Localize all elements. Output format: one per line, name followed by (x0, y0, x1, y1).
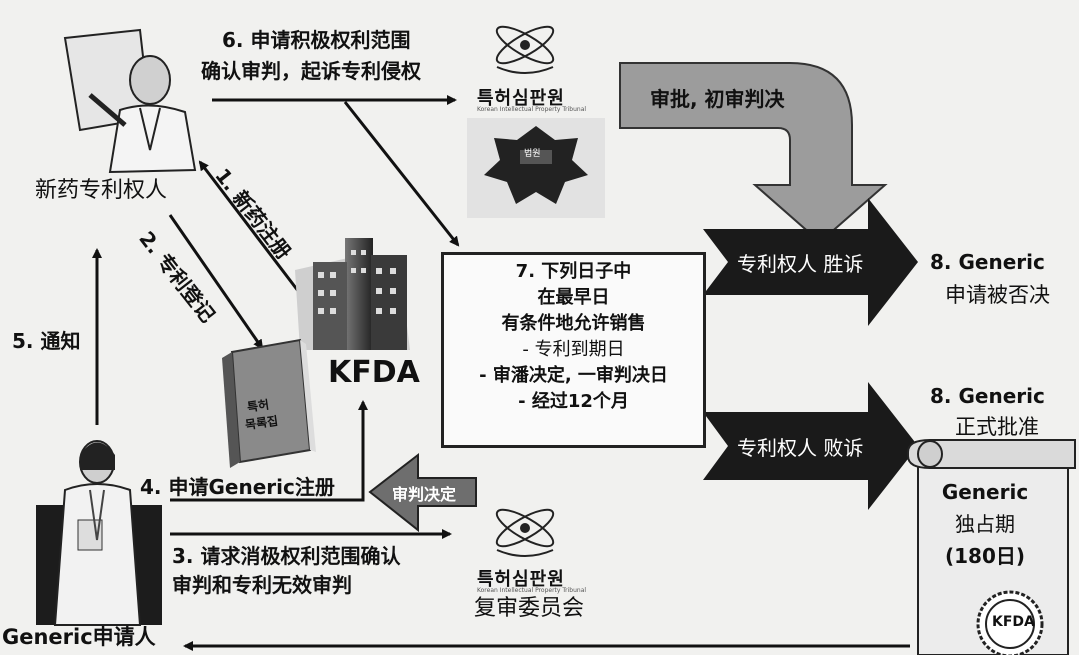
step7-item2: - 审潘决定, 一审判决日 (479, 365, 668, 386)
scroll-line3: (180日) (944, 544, 1026, 568)
approval-judgment-label: 审批, 初审判决 (650, 87, 785, 111)
step7-line2: 在最早日 (537, 287, 610, 308)
arrow-step2 (168, 214, 264, 350)
trial-decision-label: 审判决定 (392, 485, 457, 504)
tribunal-name-top: 특허심판원 (477, 88, 565, 109)
patentee-wins-label: 专利权人 胜诉 (737, 252, 864, 276)
step7-item1: - 专利到期日 (522, 339, 625, 360)
step4-label: 4. 申请Generic注册 (140, 475, 335, 499)
applicant-figure-icon (36, 440, 162, 626)
arrow-step4 (170, 400, 368, 502)
step3-line2: 审判和专利无效审判 (172, 573, 352, 597)
step3-line1: 3. 请求消极权利范围确认 (172, 544, 401, 568)
patentee-figure-icon (63, 28, 197, 174)
step7-title: 7. 下列日子中 (515, 261, 632, 282)
arrow-to-box7 (343, 101, 460, 247)
arrow-approval-judgment (619, 62, 888, 244)
step8b-line1: 8. Generic (930, 384, 1045, 408)
scroll-line2: 独占期 (955, 512, 1015, 536)
arrow-trial-decision (368, 452, 477, 533)
step7-box: 7. 下列日子中 在最早日 有条件地允许销售 - 专利到期日 - 审潘决定, 一… (441, 252, 706, 448)
tribunal-sub-bottom: Korean Intellectual Property Tribunal (477, 587, 587, 594)
step8b-line2: 正式批准 (955, 415, 1039, 439)
step8a-line2: 申请被否决 (945, 283, 1050, 307)
arrow-patentee-loses (703, 382, 918, 510)
applicant-label: Generic申请人 (2, 625, 156, 649)
arrow-step1 (198, 160, 307, 301)
court-seal-icon (467, 118, 605, 218)
step6-line2: 确认审判，起诉专利侵权 (201, 59, 421, 83)
tribunal-name-bottom: 특허심판원 (477, 569, 565, 590)
kfda-building-icon (295, 238, 410, 350)
tribunal-logo-top-icon (495, 25, 555, 74)
step6-line1: 6. 申请积极权利范围 (222, 28, 411, 52)
arrow-patentee-wins (703, 198, 918, 326)
step8a-line1: 8. Generic (930, 250, 1045, 274)
patent-book-icon (222, 338, 316, 468)
scroll-title: Generic (941, 480, 1029, 504)
tribunal-sub-top: Korean Intellectual Property Tribunal (477, 106, 587, 113)
tribunal-logo-bottom-icon (495, 508, 555, 557)
step5-label: 5. 通知 (12, 329, 81, 353)
review-board-label: 复审委员会 (474, 596, 585, 621)
kfda-label: KFDA (328, 355, 420, 390)
patentee-label: 新药专利权人 (35, 178, 168, 203)
scroll-stamp-text: KFDA (992, 614, 1035, 630)
step7-item3: - 经过12个月 (518, 391, 629, 412)
patentee-loses-label: 专利权人 败诉 (737, 436, 864, 460)
step7-line3: 有条件地允许销售 (501, 313, 646, 334)
court-seal-text: 법원 (524, 149, 541, 159)
kfda-stamp-icon (976, 590, 1044, 655)
